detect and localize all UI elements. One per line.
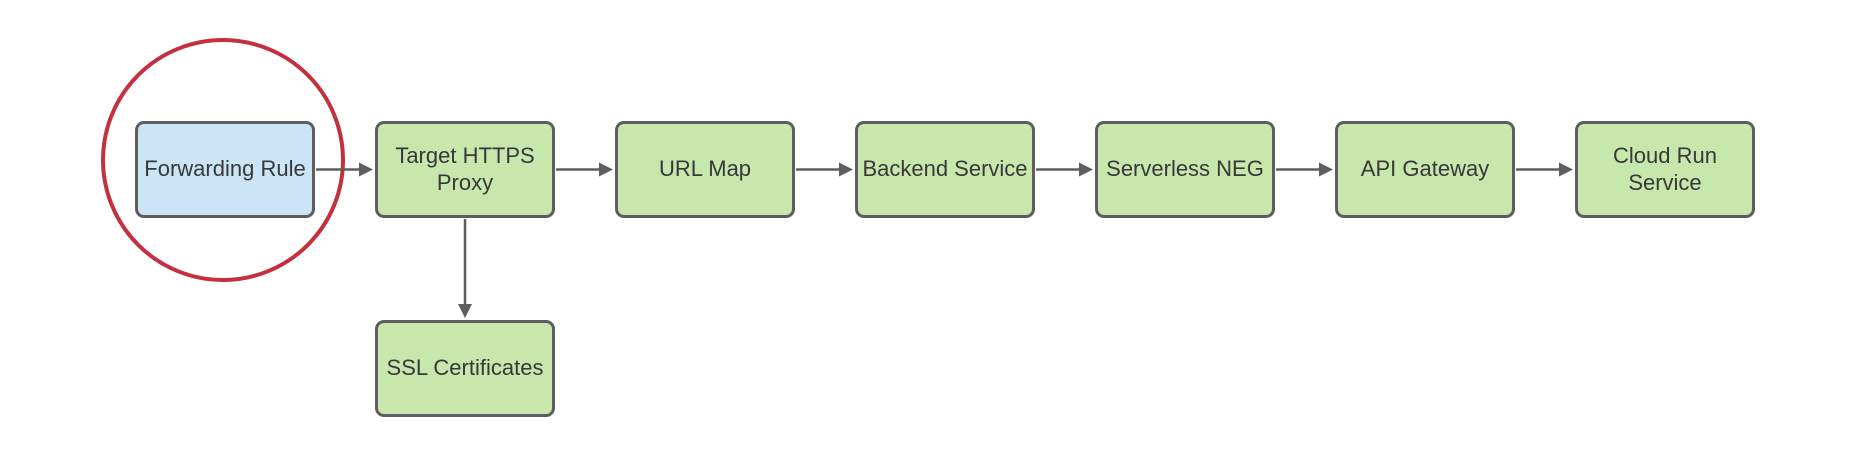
node-forwarding-rule: Forwarding Rule: [135, 121, 315, 218]
edge-serverless-neg-to-api-gateway: [1276, 162, 1333, 177]
edge-target-https-proxy-to-url-map: [556, 162, 613, 177]
edge-url-map-to-backend-service: [796, 162, 853, 177]
node-cloud-run-service-label: Cloud Run Service: [1613, 143, 1717, 195]
edge-forwarding-rule-to-target-https-proxy: [316, 162, 373, 177]
node-target-https-proxy-label: Target HTTPS Proxy: [395, 143, 535, 195]
node-api-gateway: API Gateway: [1335, 121, 1515, 218]
node-backend-service-label: Backend Service: [862, 156, 1028, 182]
edge-api-gateway-to-cloud-run-service: [1516, 162, 1573, 177]
node-api-gateway-label: API Gateway: [1360, 156, 1490, 182]
node-url-map: URL Map: [615, 121, 795, 218]
node-target-https-proxy: Target HTTPS Proxy: [375, 121, 555, 218]
node-ssl-certificates: SSL Certificates: [375, 320, 555, 417]
node-serverless-neg: Serverless NEG: [1095, 121, 1275, 218]
edge-target-https-proxy-to-ssl-certificates: [458, 219, 472, 318]
node-url-map-label: URL Map: [658, 156, 752, 182]
node-forwarding-rule-label: Forwarding Rule: [144, 156, 306, 182]
node-serverless-neg-label: Serverless NEG: [1106, 156, 1264, 182]
node-ssl-certificates-label: SSL Certificates: [386, 355, 544, 381]
edge-backend-service-to-serverless-neg: [1036, 162, 1093, 177]
node-backend-service: Backend Service: [855, 121, 1035, 218]
node-cloud-run-service: Cloud Run Service: [1575, 121, 1755, 218]
